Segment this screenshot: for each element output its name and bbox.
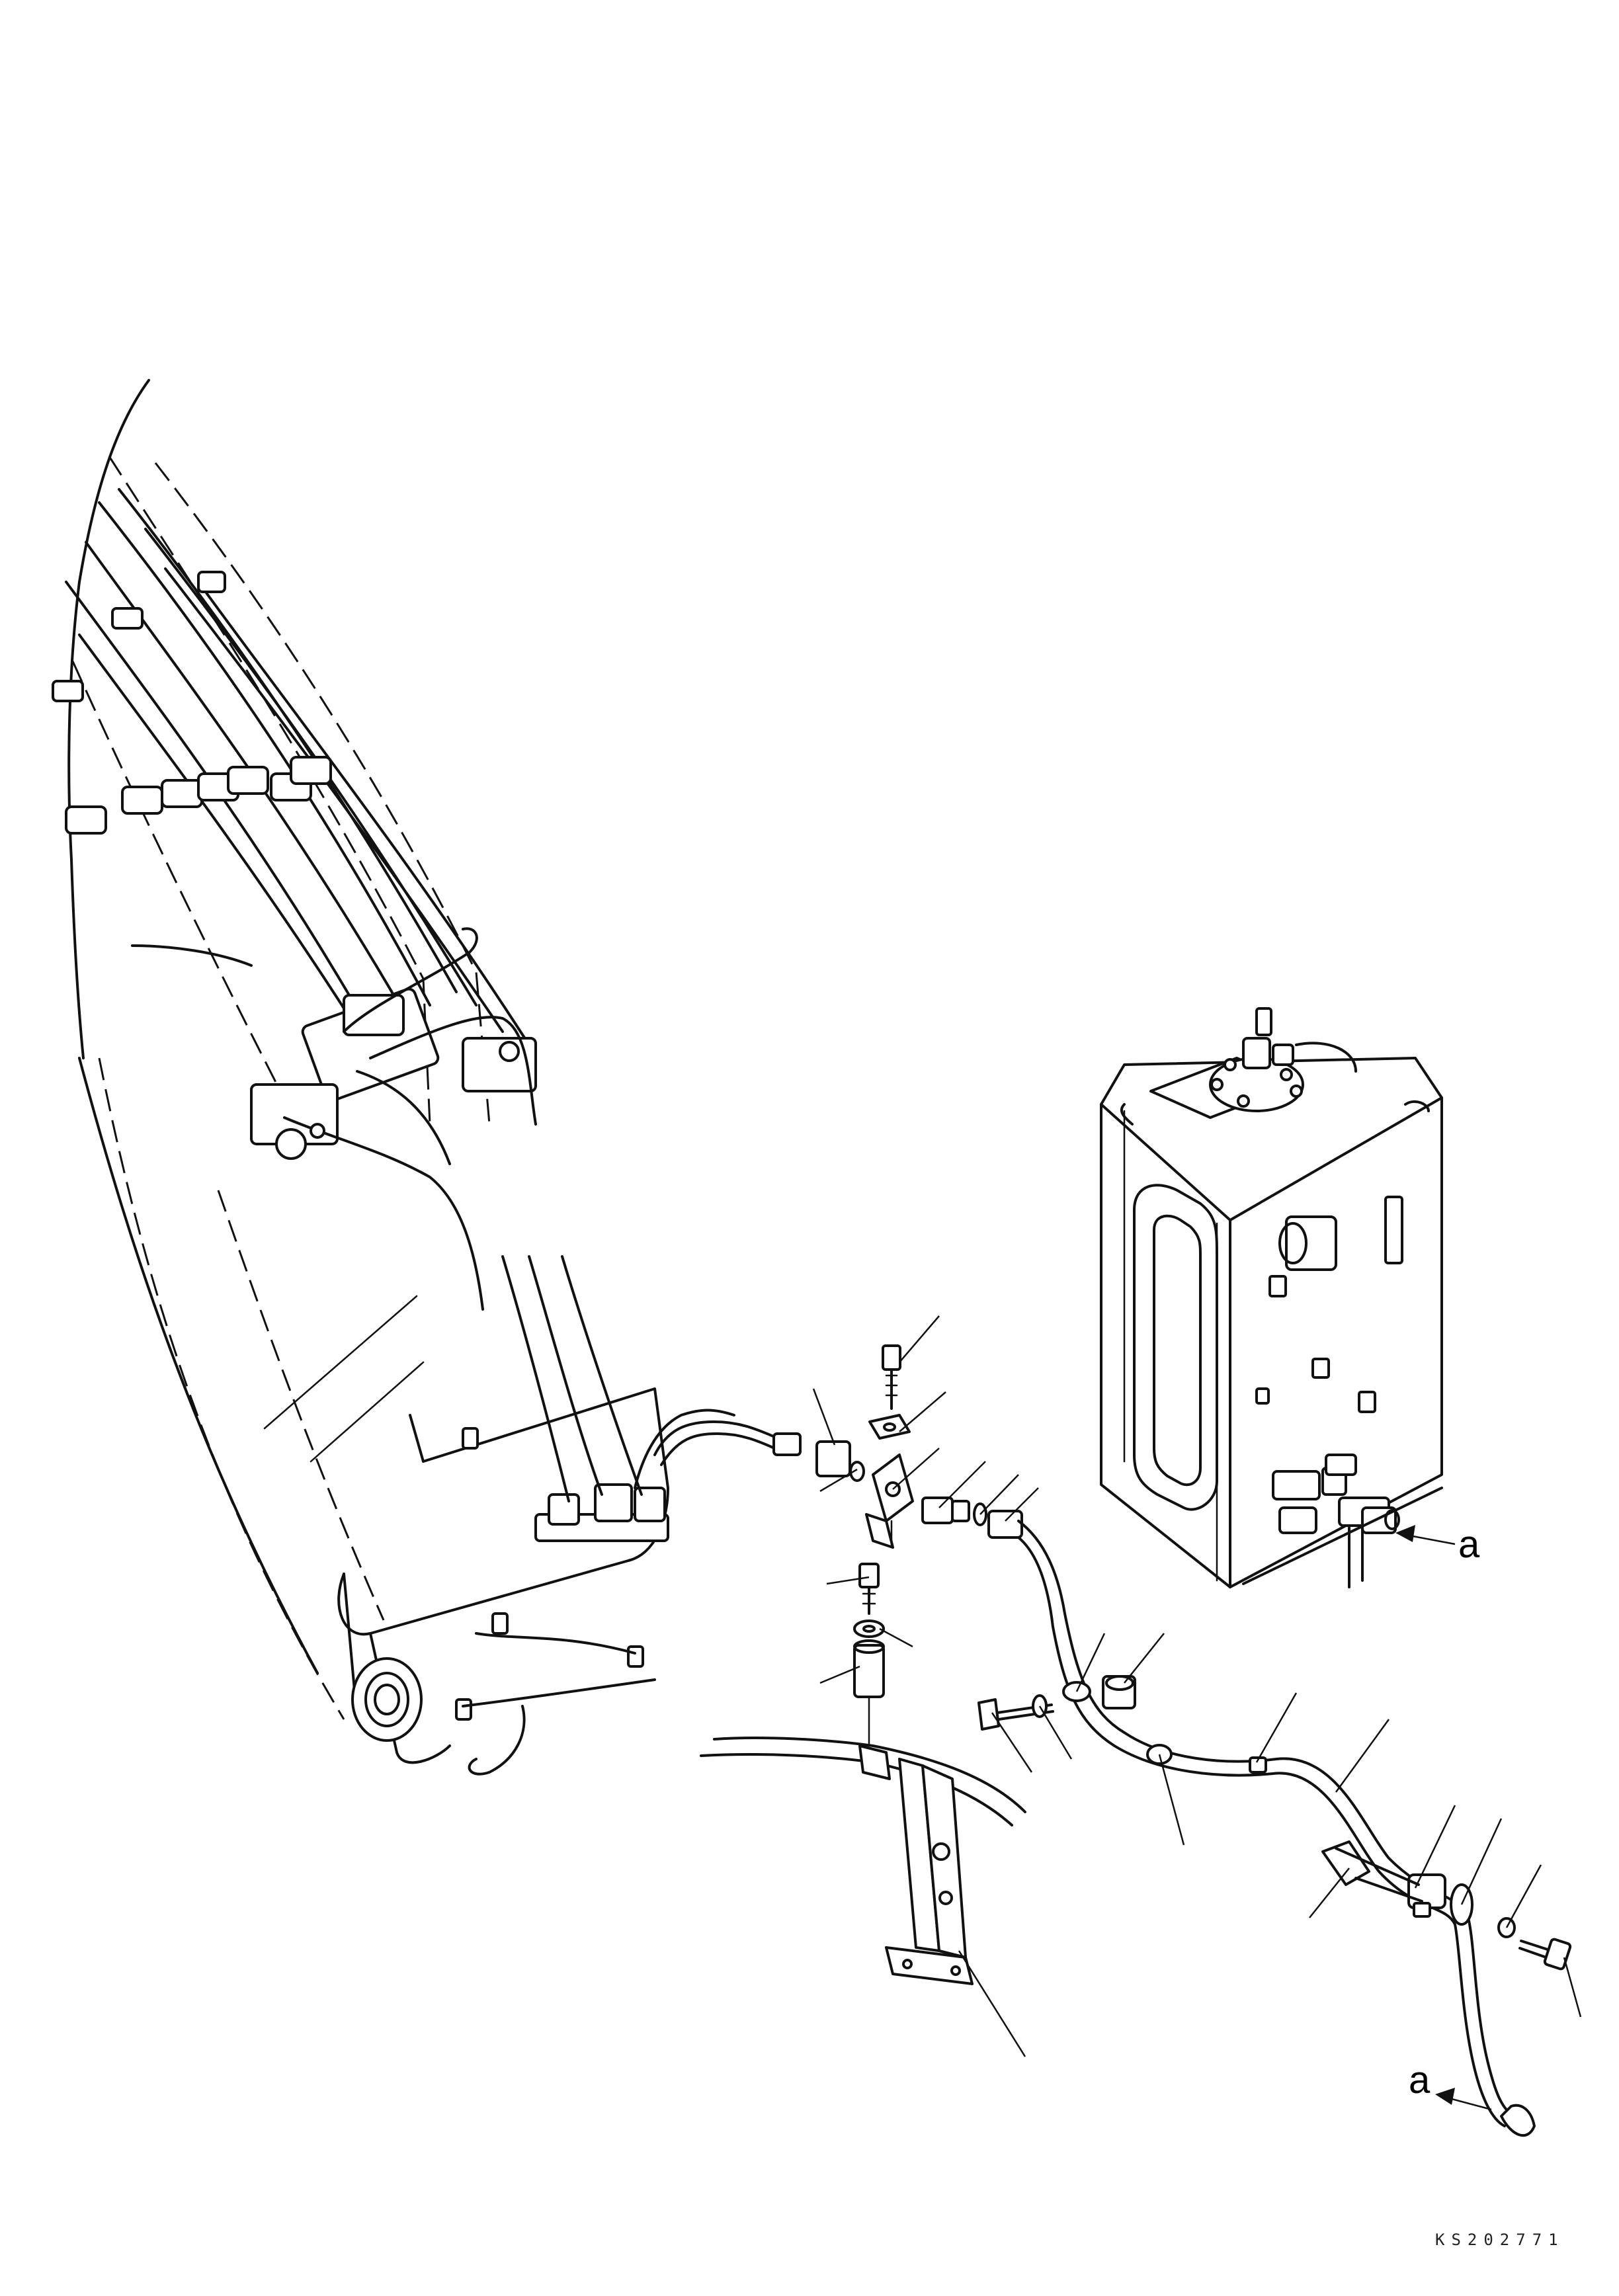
hose-clamp-3: [1249, 1756, 1267, 1774]
boom-assembly: [52, 379, 735, 1776]
callout-tank-port-a: a: [1458, 1523, 1480, 1566]
support-pipe: [1321, 1840, 1423, 1903]
callout-leaders: [812, 1315, 1582, 2057]
arrow-from-hose-end: [1435, 2088, 1492, 2111]
main-hose: [1017, 1520, 1516, 2127]
spacer-bolt: [858, 1563, 880, 1615]
boom-to-tee-hose: [653, 1420, 802, 1466]
o-ring: [973, 1502, 987, 1526]
pipe-bolt: [1518, 1938, 1572, 1971]
callout-hose-end-a: a: [1409, 2059, 1431, 2102]
hydraulic-tank: [1100, 1007, 1443, 1588]
arrow-to-tank-port: [1395, 1525, 1456, 1545]
swivel-nut: [815, 1440, 865, 1482]
drawing-code: KS202771: [1435, 2231, 1565, 2249]
hose-end-elbow: [1500, 2104, 1536, 2137]
tee-bolt-top: [882, 1344, 901, 1410]
spacer-washer: [853, 1620, 885, 1638]
spacer-collar: [853, 1639, 885, 1747]
tee-bracket: [865, 1454, 914, 1549]
hose-end-fitting: [987, 1510, 1023, 1539]
elbow-adapter: [921, 1496, 970, 1524]
hose-support-bracket: [700, 1737, 1026, 1985]
clamp-spacer: [1102, 1675, 1136, 1709]
tee-plate: [868, 1414, 911, 1440]
